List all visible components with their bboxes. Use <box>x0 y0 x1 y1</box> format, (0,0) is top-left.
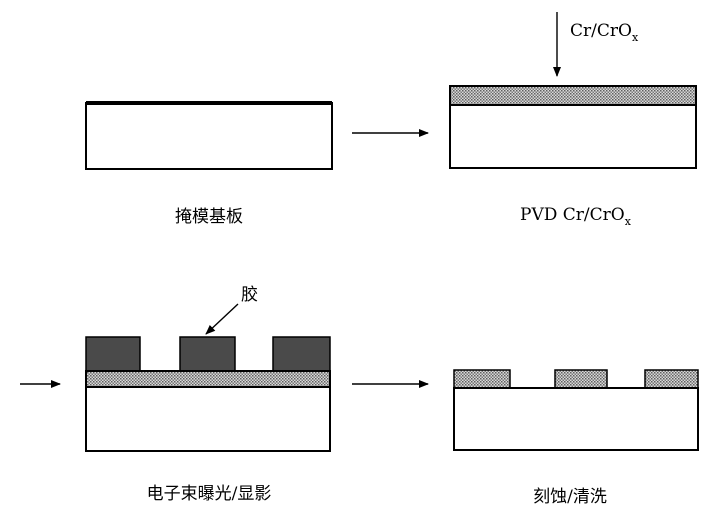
step2-caption: PVD Cr/CrOx <box>520 205 632 228</box>
resist-block-2 <box>179 336 236 372</box>
cr-pattern-3 <box>644 369 699 389</box>
step2-cr-layer <box>449 85 697 106</box>
step3-stack <box>85 336 331 452</box>
resist-block-1 <box>85 336 141 372</box>
step1-caption: 掩模基板 <box>175 207 243 227</box>
resist-label: 胶 <box>241 285 258 305</box>
cr-pattern-1 <box>453 369 511 389</box>
cr-pattern-2 <box>554 369 608 389</box>
step1-substrate <box>85 101 333 170</box>
step2-stack <box>449 85 697 169</box>
step2-substrate <box>449 104 697 169</box>
deposition-label: Cr/CrOx <box>570 21 639 44</box>
resist-pointer-arrow <box>205 303 239 335</box>
step4-stack <box>453 369 699 451</box>
resist-block-3 <box>272 336 331 372</box>
step4-caption: 刻蚀/清洗 <box>533 487 607 507</box>
step3-substrate <box>85 386 331 452</box>
step3-caption: 电子束曝光/显影 <box>147 484 272 504</box>
step4-substrate <box>453 387 699 451</box>
step3-cr-layer <box>85 370 331 388</box>
